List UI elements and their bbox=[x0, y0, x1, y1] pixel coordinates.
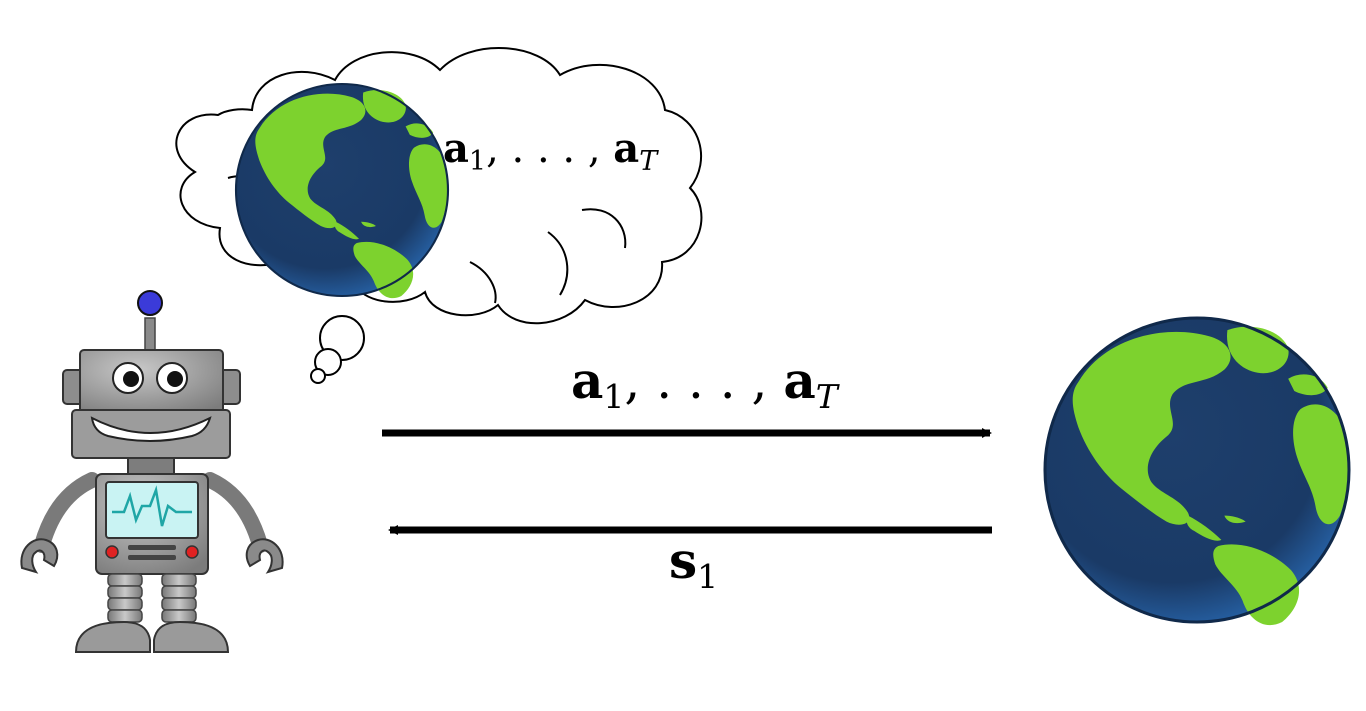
cloud-curl bbox=[469, 261, 497, 304]
robot-button-right bbox=[185, 545, 199, 559]
robot-arm-left bbox=[34, 472, 100, 553]
cloud-curl bbox=[581, 208, 627, 249]
robot-neck bbox=[127, 457, 175, 475]
state-label: s1 bbox=[669, 531, 718, 596]
thought-bubble-small bbox=[310, 368, 326, 384]
robot-mouth bbox=[90, 416, 212, 442]
robot-agent-icon bbox=[20, 290, 284, 653]
cloud-curl bbox=[547, 231, 569, 296]
robot-claw-left bbox=[20, 538, 59, 574]
robot-screen bbox=[105, 481, 199, 539]
robot-arm-right bbox=[202, 472, 268, 553]
robot-pupil-right bbox=[167, 371, 183, 387]
robot-foot-left bbox=[74, 620, 151, 653]
robot-heartbeat-trace bbox=[112, 485, 192, 527]
robot-button-left bbox=[105, 545, 119, 559]
robot-claw-right bbox=[245, 538, 284, 574]
imagined-globe-icon bbox=[234, 82, 450, 300]
robot-antenna-ball bbox=[137, 290, 163, 316]
robot-foot-right bbox=[153, 620, 230, 653]
robot-head bbox=[79, 349, 224, 416]
robot-grille bbox=[128, 555, 176, 560]
thought-action-sequence-label: a1, . . . , aT bbox=[443, 125, 659, 177]
thought-bubble-medium bbox=[314, 348, 342, 376]
robot-grille bbox=[128, 545, 176, 550]
action-sequence-label: a1, . . . , aT bbox=[571, 351, 841, 416]
robot-pupil-left bbox=[123, 371, 139, 387]
robot-legs bbox=[107, 573, 197, 623]
world-globe-icon bbox=[1043, 316, 1351, 627]
robot-antenna bbox=[144, 317, 156, 351]
